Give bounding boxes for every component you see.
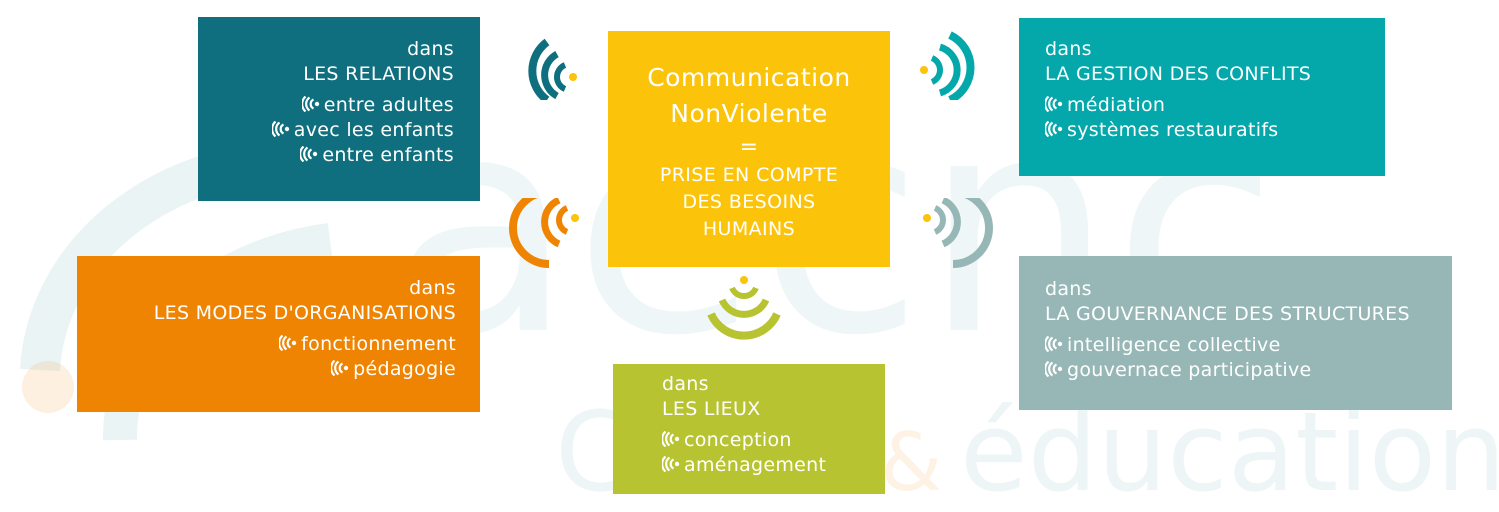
wave-bullet-icon bbox=[272, 121, 290, 137]
center-sub-line2: DES BESOINS bbox=[682, 191, 816, 213]
watermark-ampersand: & bbox=[880, 416, 942, 509]
relations-box: dans LES RELATIONS entre adultes avec le… bbox=[198, 17, 480, 201]
center-equals: = bbox=[739, 135, 759, 160]
wave-bullet-icon bbox=[1045, 336, 1063, 352]
relations-heading: LES RELATIONS bbox=[303, 63, 454, 85]
lieux-box: dans LES LIEUX conception aménagement bbox=[613, 364, 885, 494]
lieux-dans: dans bbox=[662, 373, 709, 395]
list-item: médiation bbox=[1045, 93, 1385, 118]
sound-wave-icon bbox=[707, 276, 781, 340]
center-sub-line3: HUMAINS bbox=[702, 218, 796, 240]
list-item: intelligence collective bbox=[1045, 333, 1452, 358]
conflits-dans: dans bbox=[1045, 38, 1092, 60]
list-item: entre enfants bbox=[198, 143, 454, 168]
list-item: fonctionnement bbox=[77, 332, 456, 357]
wave-bullet-icon bbox=[1045, 96, 1063, 112]
list-item: gouvernace participative bbox=[1045, 358, 1452, 383]
wave-bullet-icon bbox=[279, 335, 297, 351]
list-item: systèmes restauratifs bbox=[1045, 118, 1385, 143]
lieux-heading: LES LIEUX bbox=[662, 398, 761, 420]
relations-dans: dans bbox=[407, 38, 454, 60]
center-sub-line1: PRISE EN COMPTE bbox=[659, 164, 839, 186]
wave-bullet-icon bbox=[300, 146, 318, 162]
wave-bullet-icon bbox=[302, 96, 320, 112]
sound-wave-icon bbox=[509, 198, 579, 268]
center-title-line1: Communication bbox=[647, 63, 851, 92]
list-item: conception bbox=[662, 428, 885, 453]
sound-wave-icon bbox=[920, 31, 975, 100]
organisations-box: dans LES MODES D'ORGANISATIONS fonctionn… bbox=[77, 256, 480, 412]
center-box: Communication NonViolente = PRISE EN COM… bbox=[608, 31, 890, 267]
wave-bullet-icon bbox=[331, 360, 349, 376]
list-item: pédagogie bbox=[77, 357, 456, 382]
organisations-heading: LES MODES D'ORGANISATIONS bbox=[153, 302, 456, 324]
center-title-line2: NonViolente bbox=[670, 99, 828, 128]
gouvernance-dans: dans bbox=[1045, 278, 1092, 300]
wave-bullet-icon bbox=[662, 456, 680, 472]
sound-wave-icon bbox=[923, 198, 993, 268]
gouvernance-box: dans LA GOUVERNANCE DES STRUCTURES intel… bbox=[1019, 256, 1452, 410]
list-item: entre adultes bbox=[198, 93, 454, 118]
wave-bullet-icon bbox=[1045, 361, 1063, 377]
list-item: avec les enfants bbox=[198, 118, 454, 143]
wave-bullet-icon bbox=[662, 431, 680, 447]
organisations-dans: dans bbox=[409, 277, 456, 299]
wave-bullet-icon bbox=[1045, 121, 1063, 137]
conflits-box: dans LA GESTION DES CONFLITS médiation s… bbox=[1019, 18, 1385, 176]
conflits-heading: LA GESTION DES CONFLITS bbox=[1045, 63, 1312, 85]
sound-wave-icon bbox=[528, 38, 577, 100]
list-item: aménagement bbox=[662, 453, 885, 478]
gouvernance-heading: LA GOUVERNANCE DES STRUCTURES bbox=[1045, 303, 1410, 325]
